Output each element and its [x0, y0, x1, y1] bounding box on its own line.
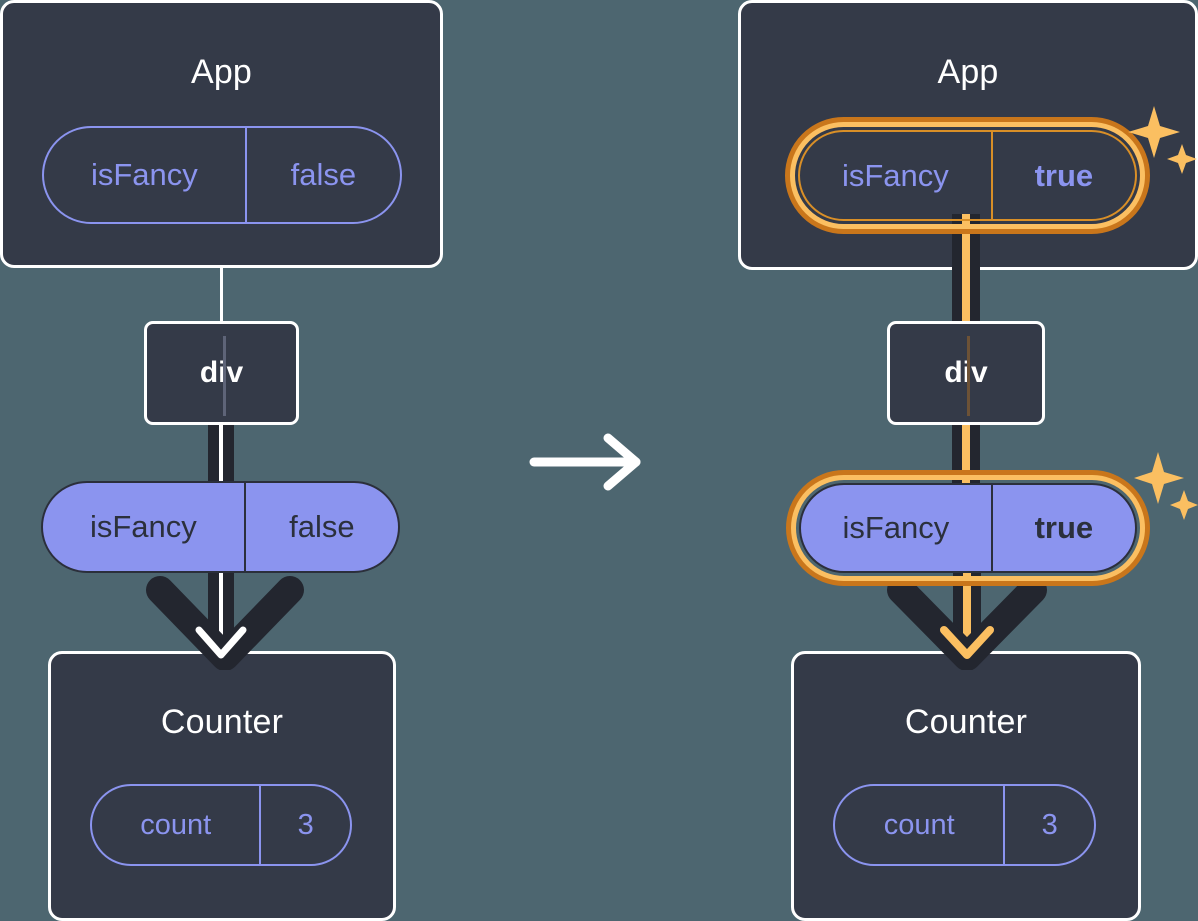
prop-pill-before: isFancy false: [41, 481, 400, 573]
sparkle-icon: [1134, 452, 1198, 520]
counter-value: 3: [297, 808, 314, 841]
div-internal-line: [967, 336, 970, 416]
counter-state-pill-before: count 3: [90, 784, 352, 866]
prop-pill-after: isFancy true: [799, 483, 1137, 573]
prop-key: isFancy: [43, 483, 246, 571]
counter-state-pill-after: count 3: [833, 784, 1096, 866]
arrowhead-after: [940, 626, 994, 659]
prop-key: isFancy: [801, 485, 993, 571]
div-node-before: div: [144, 321, 299, 425]
div-internal-line: [223, 336, 226, 416]
prop-value: true: [1034, 510, 1094, 545]
state-key: isFancy: [44, 128, 247, 222]
counter-value: 3: [1041, 808, 1058, 841]
arrowhead-before: [195, 626, 247, 659]
div-node-after: div: [887, 321, 1045, 425]
counter-key: count: [92, 786, 262, 864]
right-arrow-icon: [529, 433, 641, 491]
state-key: isFancy: [800, 132, 993, 219]
connector-app-to-div-before: [220, 265, 223, 323]
div-label: div: [199, 356, 244, 389]
connector-div-to-prop-before: [208, 423, 234, 485]
app-state-pill-before: isFancy false: [42, 126, 402, 224]
state-value: true: [1034, 157, 1094, 193]
fork-arrow-before: [146, 576, 304, 670]
state-value: false: [290, 157, 357, 192]
div-label: div: [944, 356, 988, 389]
app-state-pill-after: isFancy true: [798, 130, 1137, 221]
prop-value: false: [289, 509, 355, 544]
counter-key: count: [835, 786, 1006, 864]
